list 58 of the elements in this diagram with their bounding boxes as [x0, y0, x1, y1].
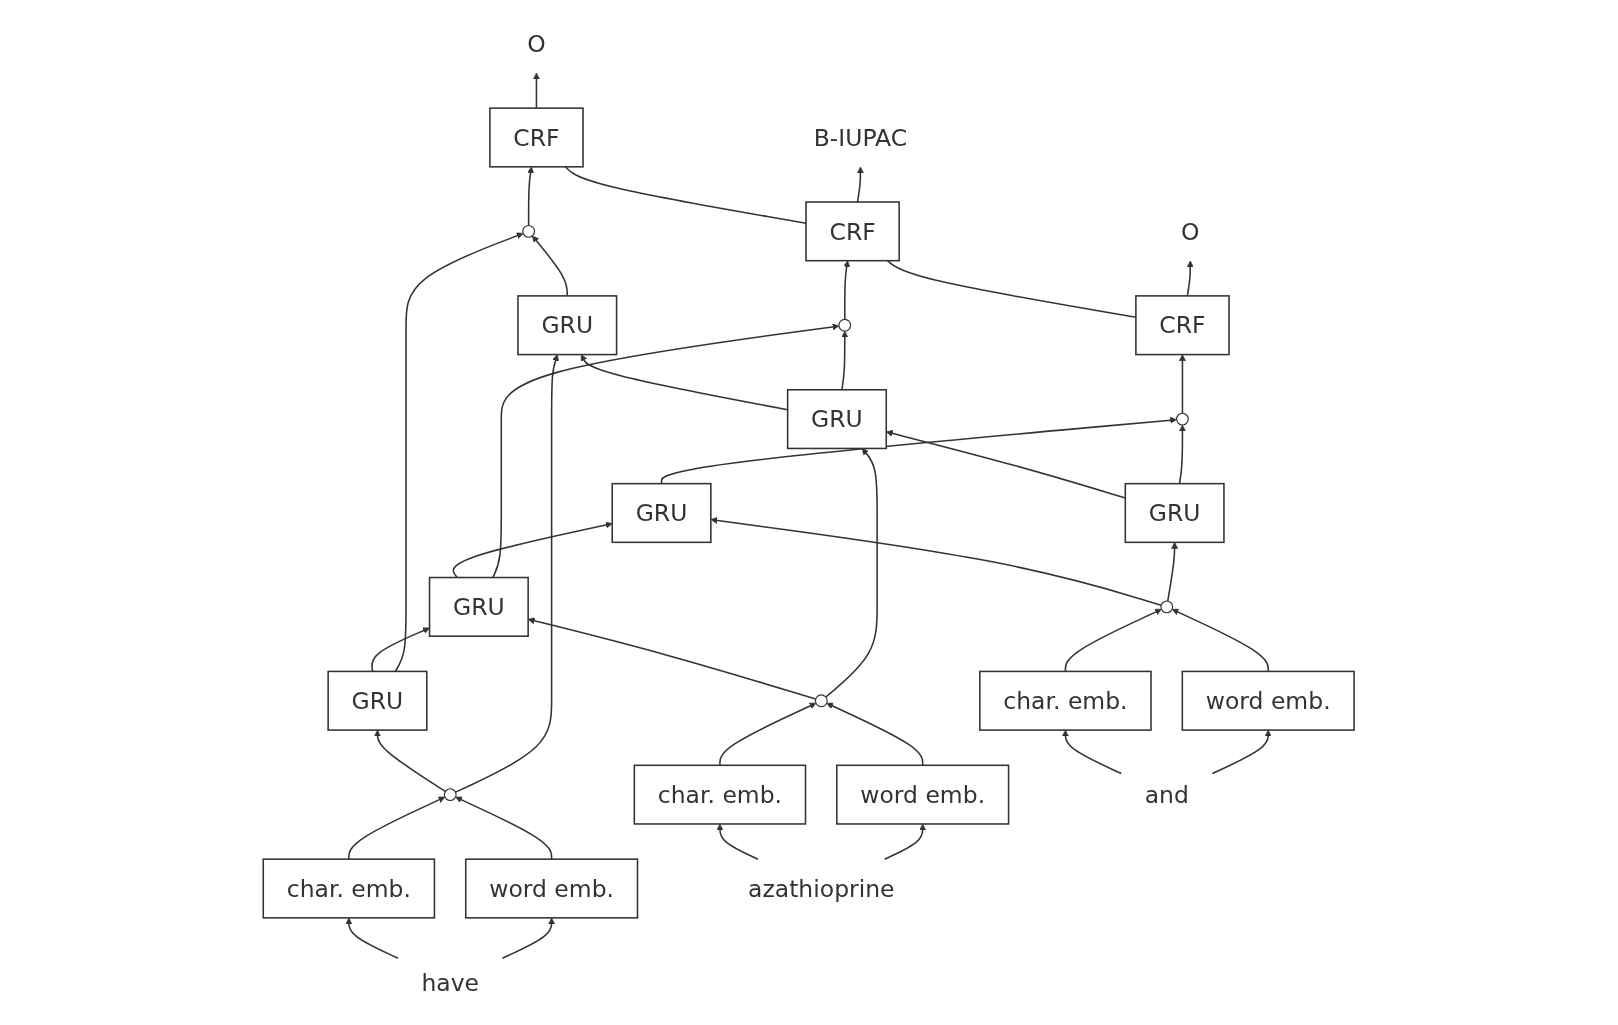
arrow — [1211, 729, 1272, 774]
node-box: GRU — [1124, 482, 1226, 543]
arrow — [348, 796, 446, 860]
arrow — [532, 235, 569, 297]
arrow — [1172, 608, 1270, 672]
arrow — [841, 330, 849, 391]
connector — [887, 259, 1137, 318]
arrow — [533, 72, 541, 109]
arrow — [455, 796, 553, 860]
arrow — [345, 917, 400, 959]
node-text: O — [527, 29, 547, 57]
arrow — [843, 259, 851, 320]
arrow — [394, 231, 524, 672]
node-text: and — [1145, 780, 1190, 808]
arrow — [1186, 259, 1195, 297]
arrow — [374, 729, 447, 792]
arrow — [455, 353, 560, 793]
node-box: GRU — [429, 576, 530, 637]
node-box: char. emb. — [633, 764, 807, 825]
arrow — [452, 521, 613, 578]
node-circle — [838, 318, 852, 332]
arrow — [826, 702, 924, 766]
node-box: GRU — [611, 482, 712, 543]
arrow — [716, 823, 760, 860]
node-text: B-IUPAC — [814, 123, 908, 151]
node-text: O — [1181, 217, 1200, 245]
node-box: GRU — [517, 294, 618, 355]
node-box: word emb. — [1181, 670, 1356, 731]
node-box: CRF — [805, 200, 901, 261]
node-box: CRF — [1135, 294, 1231, 355]
node-circle — [444, 787, 457, 801]
arrow — [527, 166, 535, 226]
node-circle — [1176, 412, 1190, 426]
arrow — [825, 447, 879, 698]
arrow — [1179, 424, 1187, 484]
arrow — [661, 416, 1178, 484]
arrow — [1064, 608, 1163, 672]
node-text: have — [421, 968, 480, 996]
node-box: GRU — [327, 670, 428, 731]
node-circle — [815, 693, 829, 707]
arrow — [719, 702, 817, 766]
arrow — [1179, 353, 1187, 414]
arrow — [1167, 541, 1179, 602]
node-box: word emb. — [465, 857, 639, 919]
arrow — [492, 322, 840, 578]
node-circle — [1160, 599, 1174, 613]
arrow — [502, 917, 556, 959]
node-box: CRF — [489, 106, 585, 168]
node-text: azathioprine — [748, 874, 895, 902]
node-box: char. emb. — [262, 857, 436, 919]
node-circle — [522, 224, 536, 238]
arrow — [1062, 729, 1123, 774]
node-box: GRU — [787, 388, 888, 449]
arrow — [528, 616, 817, 700]
arrow — [857, 166, 865, 203]
arrow — [884, 823, 927, 860]
node-box: char. emb. — [979, 670, 1153, 731]
node-box: word emb. — [836, 764, 1010, 825]
